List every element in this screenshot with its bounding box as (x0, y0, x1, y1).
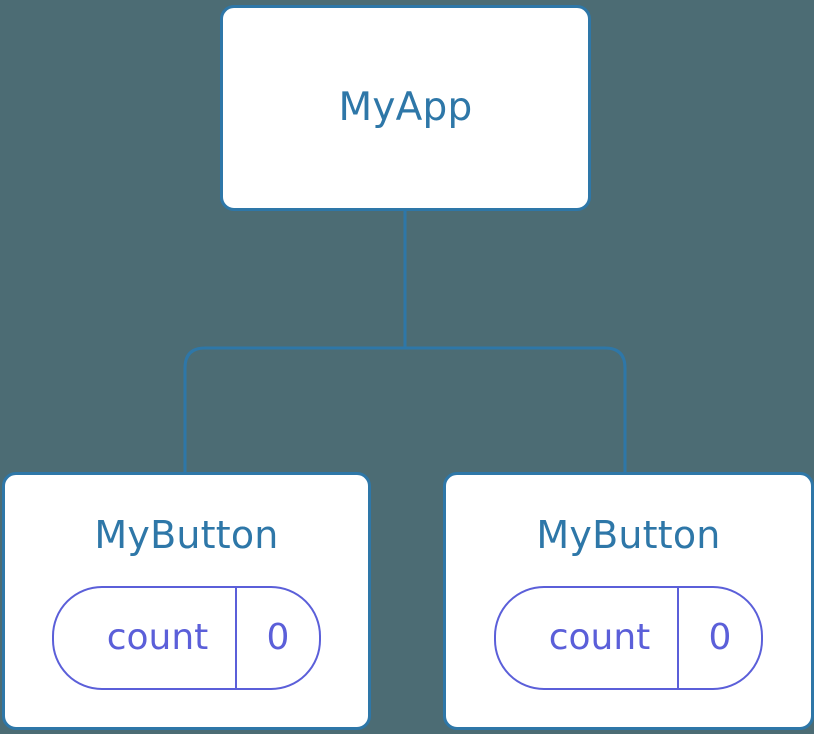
state-key: count (548, 617, 651, 659)
edge-branch-bar (183, 346, 627, 472)
tree-node-child-0[interactable]: MyButton count 0 (2, 472, 371, 730)
state-capsule[interactable]: count 0 (52, 585, 321, 690)
tree-node-child-1[interactable]: MyButton count 0 (443, 472, 814, 730)
node-label: MyButton (536, 513, 721, 557)
state-capsule[interactable]: count 0 (494, 585, 763, 690)
node-label: MyButton (94, 513, 279, 557)
state-value: 0 (235, 587, 319, 688)
state-key: count (106, 617, 209, 659)
node-label: MyApp (338, 84, 473, 130)
tree-node-root[interactable]: MyApp (220, 5, 591, 211)
state-value: 0 (677, 587, 761, 688)
